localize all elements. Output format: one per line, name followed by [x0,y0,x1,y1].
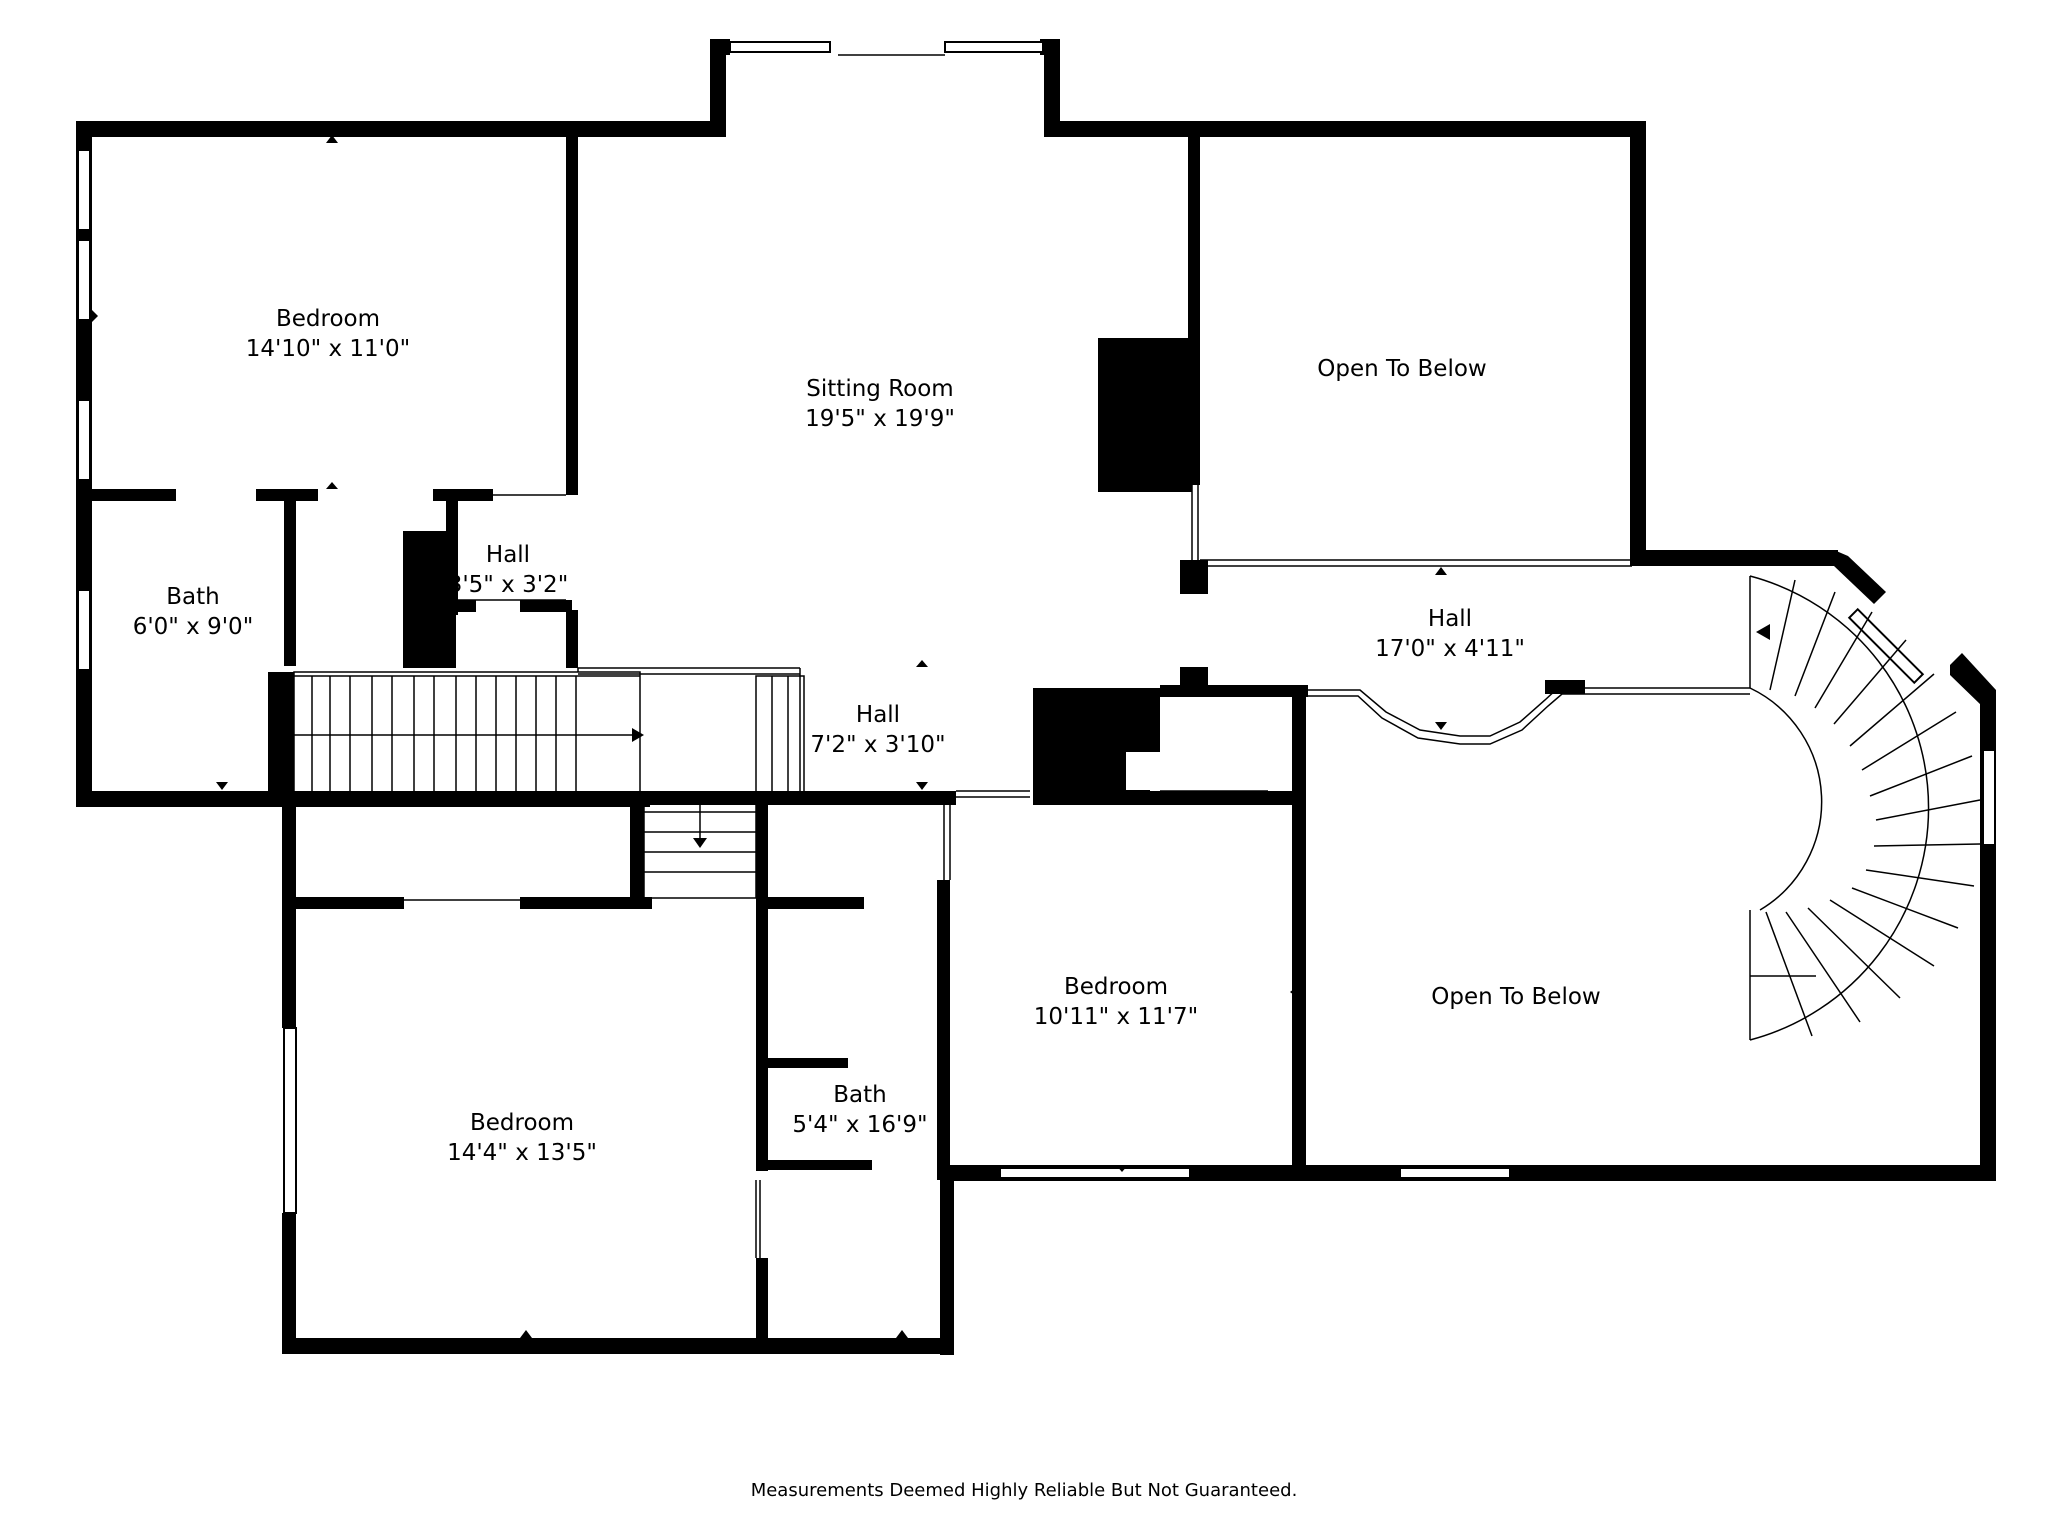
window-west-2 [77,239,91,321]
window-east-diag [1847,607,1925,685]
wall-hall-small-bottom2 [520,600,572,612]
wall-east-upper [1630,121,1646,565]
wall-hall-east-post-top [1180,560,1208,594]
dimension-ticks [92,135,1447,1338]
room-name: Hall [1428,606,1472,632]
wall-closet-east [630,791,644,909]
room-dimensions: 10'11" x 11'7" [1034,1004,1198,1030]
room-name: Open To Below [1317,356,1486,382]
windows [77,41,1996,1214]
window-east [1982,749,1996,846]
spiral-stair [1749,575,1981,1041]
room-dimensions: 6'0" x 9'0" [133,614,254,640]
room-label-sitting-room: Sitting Room 19'5" x 19'9" [805,376,955,432]
room-dimensions: 5'4" x 16'9" [792,1112,927,1138]
room-label-hall-small: Hall 3'5" x 3'2" [448,542,569,598]
room-label-open-below-se: Open To Below [1431,984,1600,1010]
window-west-3 [77,399,91,481]
room-label-hall-east: Hall 17'0" x 4'11" [1375,606,1525,662]
interior-lines [404,54,1750,1258]
wall-bedroom-sw-east [756,791,768,1171]
room-name: Bath [833,1082,886,1108]
room-dimensions: 14'4" x 13'5" [447,1140,597,1166]
wall-bedroom-c-south-a [948,1165,998,1181]
wall-bath-s-east [940,1165,954,1355]
room-name: Sitting Room [806,376,953,402]
room-name: Open To Below [1431,984,1600,1010]
room-name: Bedroom [276,306,380,332]
wall-top-west [76,121,726,137]
wall-hall-center-bottom [756,791,956,805]
window-bay-left [729,41,831,53]
room-label-bedroom-sw: Bedroom 14'4" x 13'5" [447,1110,597,1166]
window-bedroom-c [999,1167,1191,1179]
room-dimensions: 17'0" x 4'11" [1375,636,1525,662]
wall-hall-small-east [566,610,578,668]
wall-bath-s-shelf-2 [766,1160,872,1170]
room-name: Bedroom [470,1110,574,1136]
room-name: Hall [856,702,900,728]
window-west-1 [77,149,91,231]
wall-bay-left [710,39,726,137]
wall-hall-small-west [446,495,458,615]
room-label-bath-s: Bath 5'4" x 16'9" [792,1082,927,1138]
room-dimensions: 7'2" x 3'10" [810,732,945,758]
wall-bay-right [1044,39,1060,137]
window-west-4 [77,589,91,671]
wall-bedroom-sw-east-low [756,1258,768,1348]
wall-bath-s-shelf-1 [766,1058,848,1068]
room-label-bedroom-nw: Bedroom 14'10" x 11'0" [246,306,410,362]
wall-sitting-open [1188,135,1200,485]
room-label-hall-center: Hall 7'2" x 3'10" [810,702,945,758]
wall-bedroom-sw-west-top [282,791,296,1028]
wall-bath-s-top [756,897,864,909]
room-name: Hall [486,542,530,568]
room-dimensions: 19'5" x 19'9" [805,406,955,432]
wall-bedroom-sw-bottom [282,1338,950,1354]
wall-east-diag-top [1834,550,1886,604]
wall-hall-south-2 [1545,680,1585,694]
straight-stair [293,668,805,899]
room-label-open-below-ne: Open To Below [1317,356,1486,382]
wall-bay-top-left [710,39,730,55]
wall-bath-side [284,489,296,666]
wall-bedroom-c-top [1150,791,1298,805]
wall-east-step [1630,550,1838,566]
window-bedroom-sw [283,1027,297,1214]
wall-hall-south-1 [1160,685,1308,697]
room-dimensions: 14'10" x 11'0" [246,336,410,362]
room-name: Bedroom [1064,974,1168,1000]
wall-bedroom-sw-top-a [282,897,404,909]
wall-top-east [1044,121,1646,137]
fireplace-block [1098,338,1192,492]
wall-stair-west [268,672,294,802]
wall-bedroom-sw-top-b [520,897,652,909]
room-name: Bath [166,584,219,610]
wall-hall-small-bottom [446,600,476,612]
room-dimensions: 3'5" x 3'2" [448,572,569,598]
walls [76,39,1996,1355]
wall-bedroom-bath [76,489,176,501]
dark-block-center [1033,688,1160,805]
disclaimer-note: Measurements Deemed Highly Reliable But … [751,1480,1298,1501]
wall-bath-s-east-up [940,880,950,1180]
wall-open-below-west [1296,688,1306,1178]
wall-bedroom-sw-west-bottom [282,1213,296,1353]
window-bay-right [944,41,1044,53]
room-label-bedroom-c: Bedroom 10'11" x 11'7" [1034,974,1198,1030]
room-label-bath-w: Bath 6'0" x 9'0" [133,584,254,640]
window-open-se [1399,1167,1511,1179]
